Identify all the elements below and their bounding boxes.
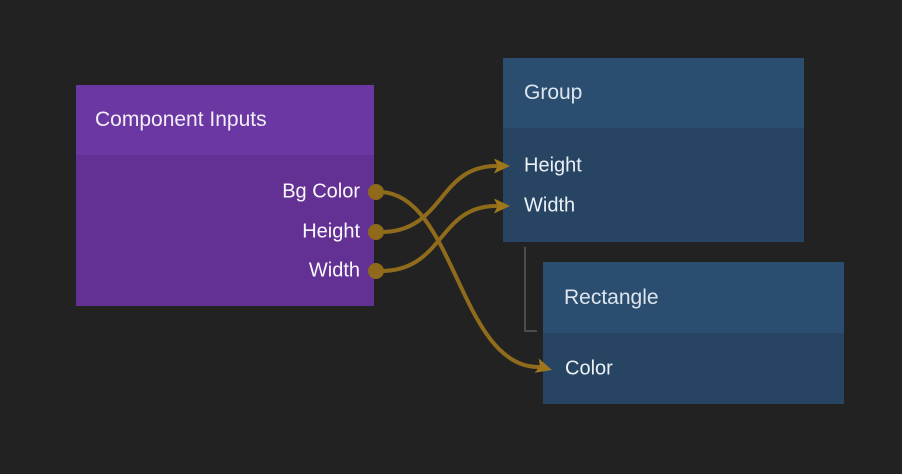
- input-port-height[interactable]: Height: [524, 155, 582, 178]
- port-label: Height: [302, 220, 360, 243]
- port-label: Width: [524, 194, 576, 217]
- node-title: Component Inputs: [95, 108, 267, 131]
- output-port-width[interactable]: Width: [309, 260, 360, 283]
- node-title: Rectangle: [564, 285, 659, 309]
- port-label: Width: [308, 259, 360, 282]
- port-label: Color: [565, 357, 613, 380]
- hierarchy-connector-line: [524, 247, 537, 332]
- node-title: Group: [524, 81, 583, 104]
- node-component-inputs-header[interactable]: Component Inputs: [76, 85, 374, 155]
- node-group-header[interactable]: Group: [503, 58, 804, 128]
- output-port-height[interactable]: Height: [302, 221, 360, 244]
- port-label: Height: [524, 154, 582, 177]
- input-port-color[interactable]: Color: [565, 358, 613, 381]
- node-rectangle[interactable]: Rectangle Color: [543, 262, 844, 404]
- node-rectangle-body: [543, 333, 844, 404]
- node-component-inputs-body: [76, 155, 374, 306]
- node-rectangle-header[interactable]: Rectangle: [543, 262, 844, 333]
- node-component-inputs[interactable]: Component Inputs Bg Color Height Width: [76, 85, 374, 306]
- node-group-body: [503, 128, 804, 242]
- wire-height-to-group-height[interactable]: [379, 164, 498, 234]
- node-group[interactable]: Group Height Width: [503, 58, 804, 242]
- input-port-width[interactable]: Width: [524, 195, 575, 218]
- wire-width-to-group-width[interactable]: [379, 204, 498, 273]
- port-label: Bg Color: [282, 180, 360, 203]
- output-port-bg-color[interactable]: Bg Color: [282, 181, 360, 204]
